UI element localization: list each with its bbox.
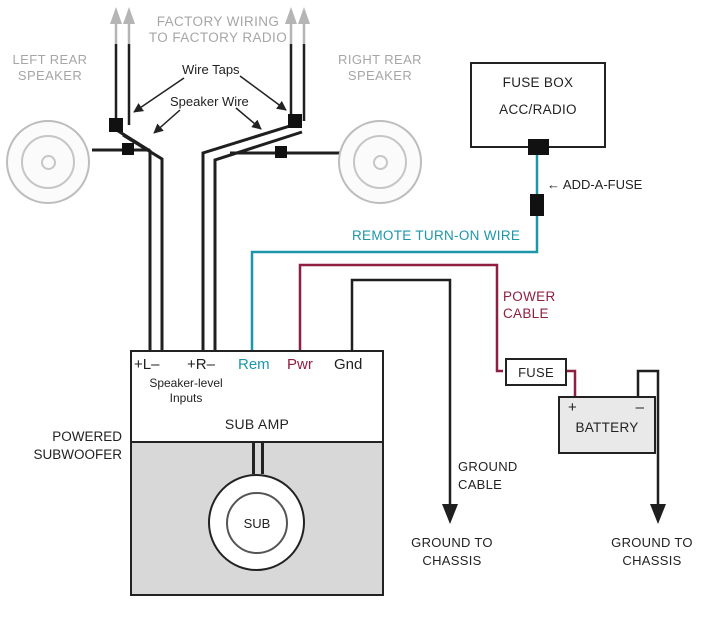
connector-right xyxy=(275,146,287,158)
wire-tap-right xyxy=(288,114,302,128)
speaker-wires-to-amp xyxy=(114,123,303,350)
terminal-right-input: +R– xyxy=(187,356,215,373)
right-speaker-label: RIGHT REAR SPEAKER xyxy=(338,52,422,83)
speaker-dustcap xyxy=(40,154,56,170)
powered-subwoofer-label: POWERED SUBWOOFER xyxy=(33,429,122,462)
speaker-dustcap xyxy=(372,154,388,170)
right-rear-speaker xyxy=(338,120,422,204)
sub-amp-panel xyxy=(132,352,382,443)
factory-wiring-label: FACTORY WIRING TO FACTORY RADIO xyxy=(148,14,288,45)
factory-wires xyxy=(110,7,310,125)
remote-turn-on-label: REMOTE TURN-ON WIRE xyxy=(352,228,521,243)
amp-ground-wire xyxy=(350,278,452,506)
connector-left xyxy=(122,143,134,155)
battery-minus-terminal: – xyxy=(635,399,644,416)
ground-cable-label: GROUND CABLE xyxy=(458,459,518,492)
wire-taps-arrow-icon xyxy=(239,75,287,111)
add-a-fuse-holder xyxy=(530,194,544,216)
fuse-slot-tab xyxy=(528,139,549,155)
speaker-level-inputs-label: Speaker-level Inputs xyxy=(149,376,223,405)
left-rear-speaker xyxy=(6,120,90,204)
terminal-ground: Gnd xyxy=(334,356,363,373)
factory-arrow-icon xyxy=(110,7,122,24)
add-a-fuse-label: ← ADD-A-FUSE xyxy=(547,177,643,192)
battery-ground-wire xyxy=(636,369,660,506)
callout-arrows xyxy=(133,75,287,134)
factory-arrow-icon xyxy=(123,7,135,24)
power-cable-wire xyxy=(298,263,503,373)
speaker-cone xyxy=(353,135,407,189)
power-cable-label: POWER CABLE xyxy=(503,289,556,321)
fuse-label: FUSE xyxy=(518,364,554,380)
battery-label: BATTERY xyxy=(575,420,639,435)
sub-amp-label: SUB AMP xyxy=(224,416,290,432)
left-speaker-label: LEFT REAR SPEAKER xyxy=(12,52,88,83)
speaker-wire-arrow-icon xyxy=(153,109,181,134)
wire-tap-left xyxy=(109,118,123,132)
inline-fuse: FUSE xyxy=(505,358,567,386)
fuse-box: FUSE BOX ACC/RADIO xyxy=(470,62,606,155)
subwoofer-driver xyxy=(208,474,305,571)
battery: + – BATTERY xyxy=(558,396,656,454)
ground-to-chassis-left-label: GROUND TO CHASSIS xyxy=(411,535,493,568)
sub-stem xyxy=(261,441,264,474)
terminal-power: Pwr xyxy=(287,356,313,373)
ground-arrow-icon xyxy=(650,504,666,524)
speaker-wire-arrow-icon xyxy=(235,107,262,130)
sub-stem xyxy=(252,441,255,474)
speaker-cone xyxy=(21,135,75,189)
wire-taps-label: Wire Taps xyxy=(182,62,240,77)
wire-taps-arrow-icon xyxy=(133,77,185,113)
acc-radio-slot-label: ACC/RADIO xyxy=(499,102,577,117)
fuse-to-battery-wire xyxy=(567,369,577,396)
sub-label: SUB xyxy=(243,516,271,531)
fuse-box-title: FUSE BOX xyxy=(502,75,574,90)
factory-arrow-icon xyxy=(298,7,310,24)
ground-to-chassis-right-label: GROUND TO CHASSIS xyxy=(611,535,693,568)
ground-arrow-icon xyxy=(442,504,458,524)
subwoofer-cone xyxy=(225,491,288,554)
battery-plus-terminal: + xyxy=(568,399,577,416)
terminal-remote: Rem xyxy=(238,356,270,373)
factory-arrow-icon xyxy=(285,7,297,24)
speaker-wire-label: Speaker Wire xyxy=(170,94,249,109)
terminal-left-input: +L– xyxy=(134,356,160,373)
